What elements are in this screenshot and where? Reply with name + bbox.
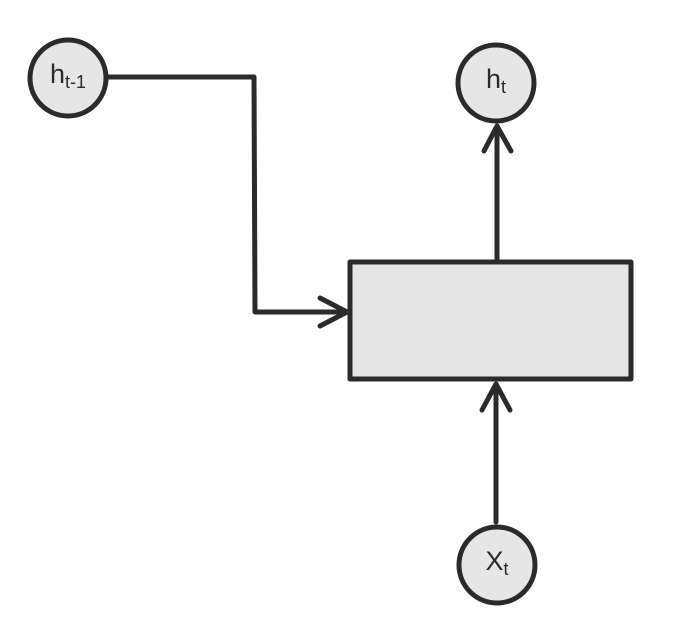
input-arrowhead (479, 381, 513, 413)
hidden-state-input-arrowhead (317, 295, 350, 329)
hidden-state-output-arrowhead (481, 123, 514, 154)
h-curr-node (455, 42, 537, 124)
h-prev-node (27, 37, 109, 119)
hidden-state-input-connector (103, 74, 348, 315)
x-curr-node (456, 524, 538, 606)
rnn-cell-box (347, 259, 634, 382)
